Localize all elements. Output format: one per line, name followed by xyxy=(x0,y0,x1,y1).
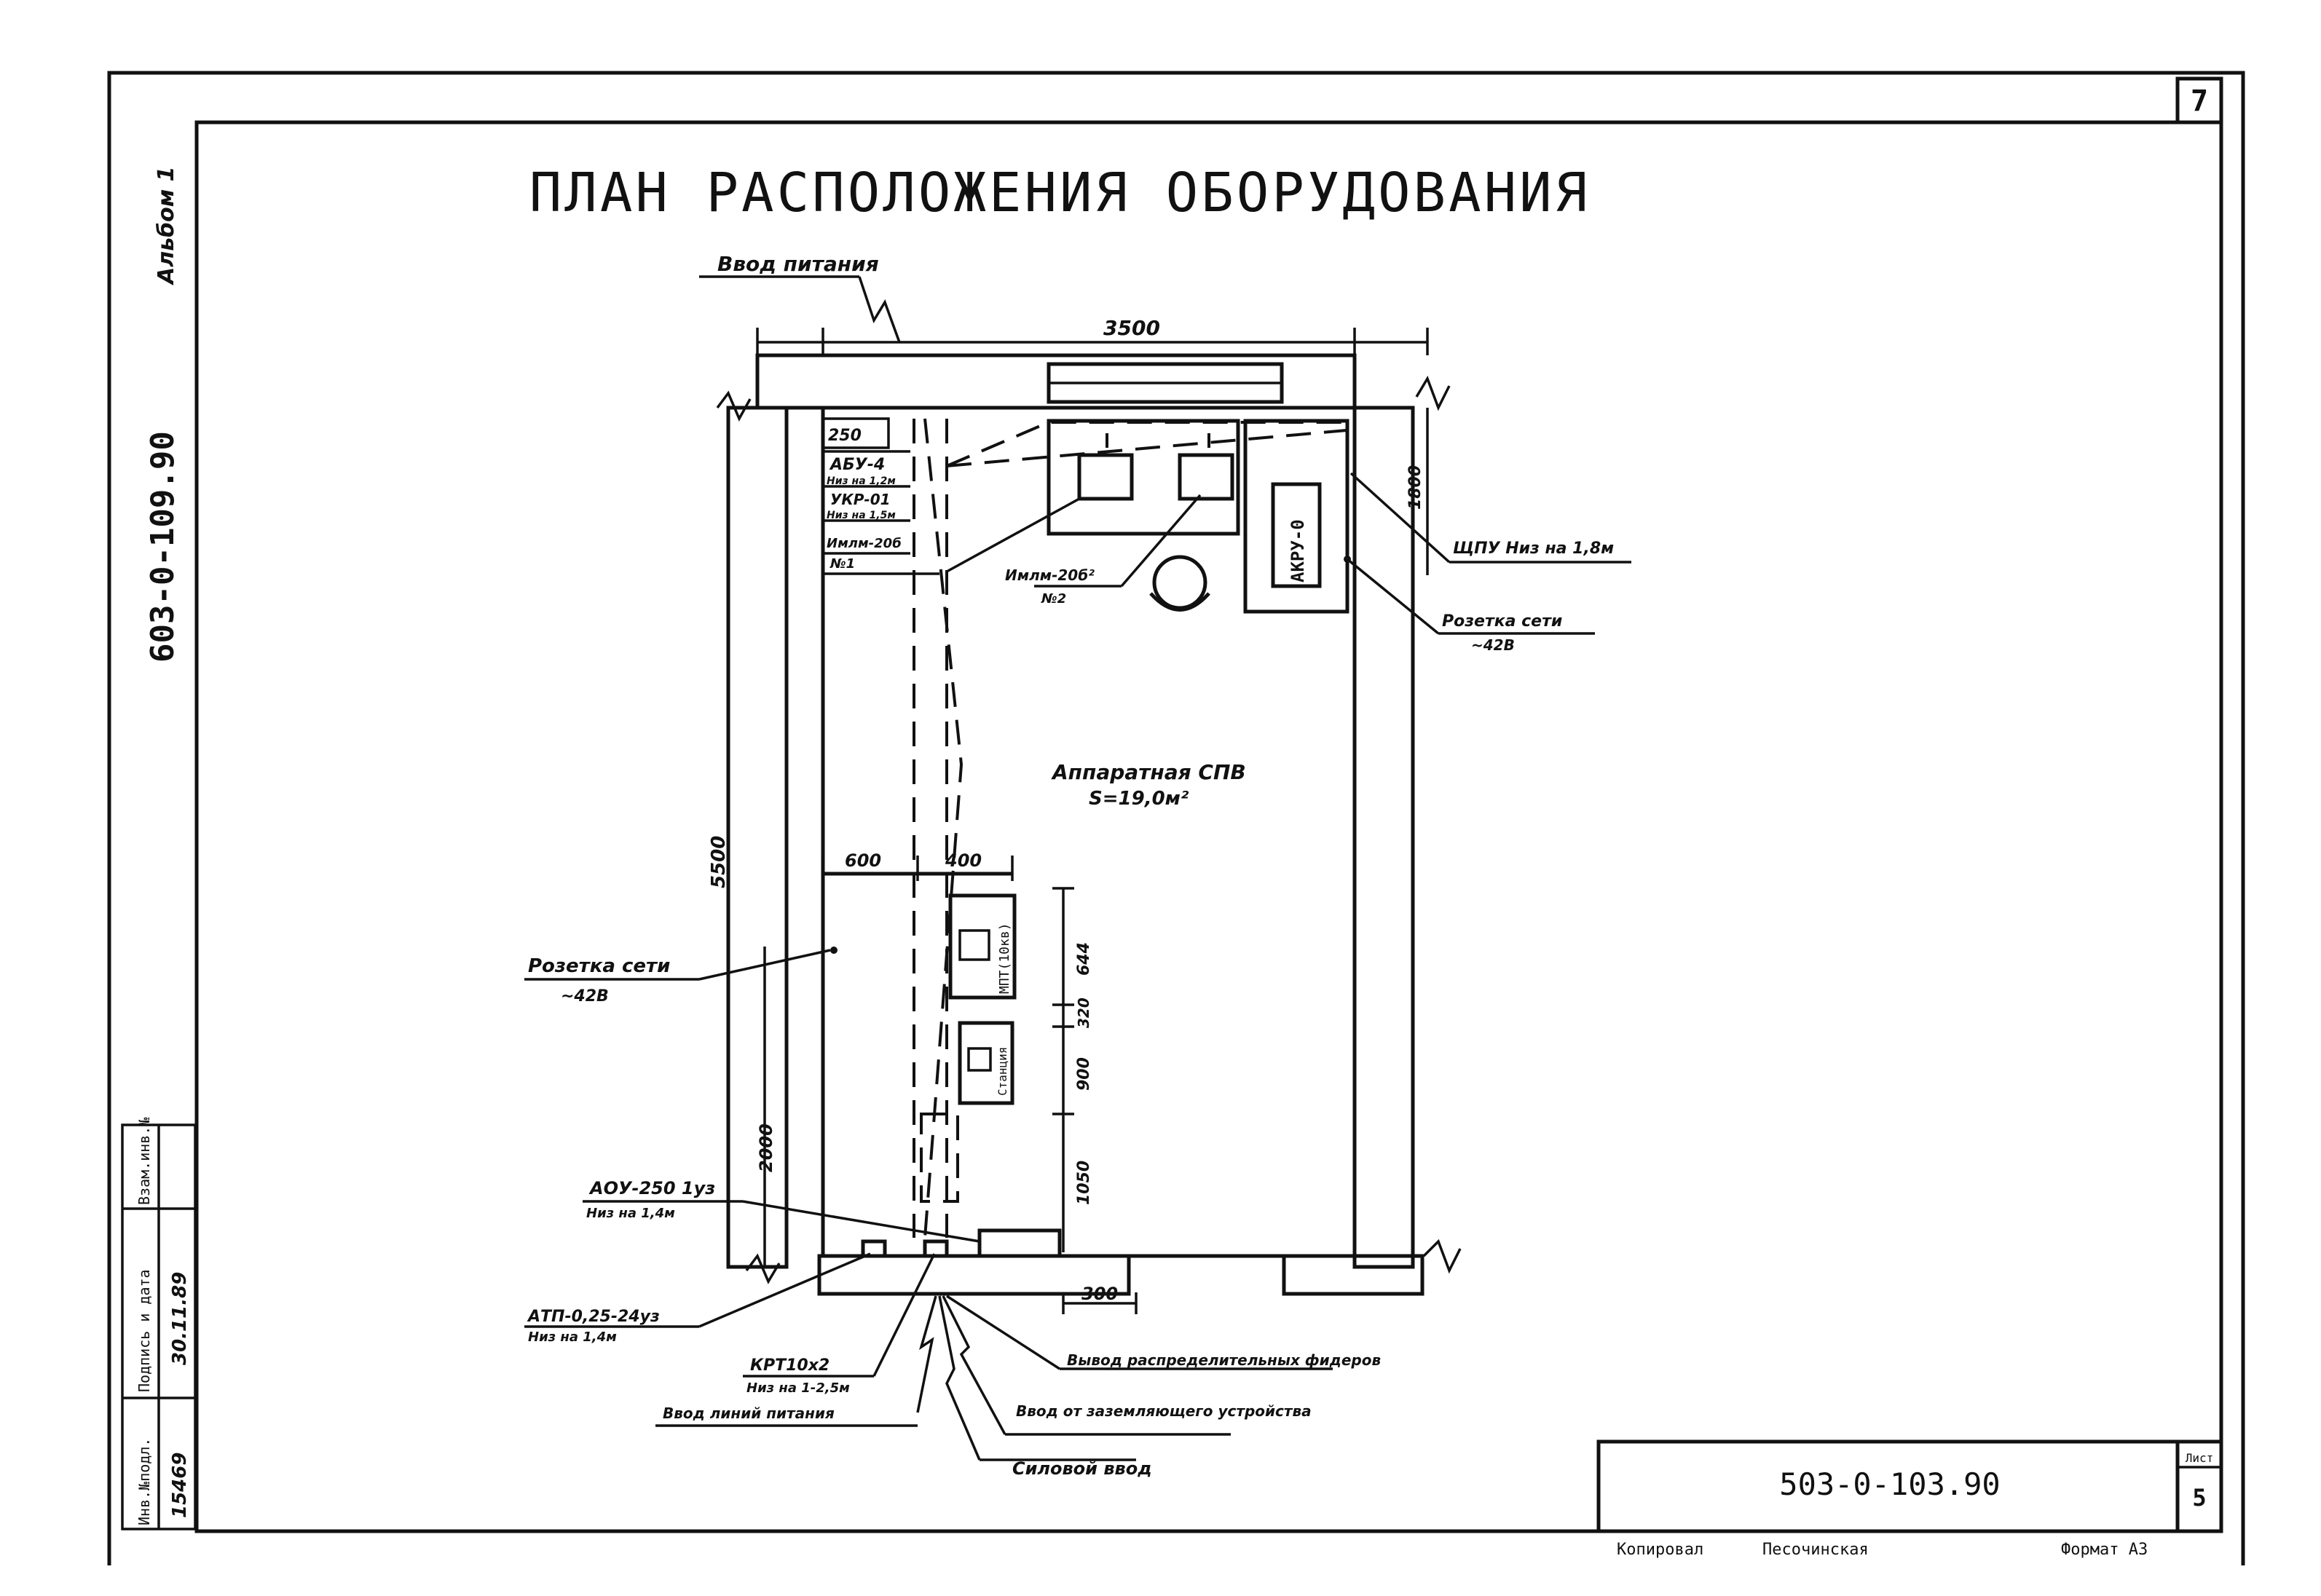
chair-back xyxy=(1149,592,1210,612)
break-line-1 xyxy=(716,390,752,422)
asu-label: АБУ-4 xyxy=(829,456,885,474)
room-area: S=19,0м² xyxy=(1089,788,1189,810)
page-title: ПЛАН РАСПОЛОЖЕНИЯ ОБОРУДОВАНИЯ xyxy=(529,162,1591,224)
shchpu-label: ЩПУ Низ на 1,8м xyxy=(1453,540,1614,558)
side-code: 603-0-109.90 xyxy=(144,431,181,663)
aou-label: АОУ-250 1уз xyxy=(588,1178,715,1198)
side-album: Альбом 1 xyxy=(154,166,179,285)
device-2 xyxy=(958,1021,1014,1105)
sign-label: Подпись и дата xyxy=(135,1269,153,1392)
inner-frame xyxy=(194,120,2223,1533)
dim-600: 600 xyxy=(845,850,881,871)
stamp-author: Песочинская xyxy=(1762,1541,1869,1559)
zigzag-ground xyxy=(942,1295,1006,1435)
dim-1800: 1800 xyxy=(1406,465,1424,510)
atp-label: АТП-0,25-24уз xyxy=(527,1308,660,1326)
socket-left-voltage: ~42В xyxy=(561,987,609,1006)
socket-right-label: Розетка сети xyxy=(1442,612,1562,631)
iml-center-num: №2 xyxy=(1041,591,1066,607)
stamp-format: Формат А3 xyxy=(2061,1541,2148,1559)
akpu-panel xyxy=(1271,482,1322,588)
zigzag-lines-input xyxy=(916,1295,937,1413)
iml-left-num: №1 xyxy=(830,556,855,572)
power-input-leader xyxy=(858,276,901,343)
right-wall xyxy=(1352,406,1415,1269)
inv-value: 15469 xyxy=(169,1453,191,1518)
dim-3500: 3500 xyxy=(1103,316,1160,340)
lines-input-label: Ввод линий питания xyxy=(663,1405,835,1422)
cable-input-label: Силовой ввод xyxy=(1012,1458,1152,1479)
iml-center-device xyxy=(1178,453,1234,501)
stamp-code: 503-0-103.90 xyxy=(1779,1466,2000,1502)
dim-250: 250 xyxy=(828,427,862,445)
power-input-label: Ввод питания xyxy=(717,252,879,276)
cable-route-diag xyxy=(946,428,1355,467)
operator-chair xyxy=(1152,555,1207,610)
ground-label: Ввод от заземляющего устройства xyxy=(1016,1402,1312,1420)
feeders-leader xyxy=(946,1295,1060,1370)
room-name: Аппаратная СПВ xyxy=(1051,760,1246,784)
iml-center-label: Имлм-20б² xyxy=(1005,566,1095,584)
dim-900: 900 xyxy=(1075,1057,1093,1091)
stamp-sheet: 5 xyxy=(2192,1484,2206,1512)
atp-note: Низ на 1,4м xyxy=(528,1330,617,1345)
akpu-label: АКРУ-0 xyxy=(1288,519,1308,582)
iml-left-device xyxy=(1077,453,1134,501)
aou-device xyxy=(977,1228,1062,1258)
asu-note: Низ на 1,2м xyxy=(827,475,896,487)
break-line-2 xyxy=(1415,375,1451,411)
sign-value: 30.11.89 xyxy=(169,1272,191,1365)
socket-right-voltage: ~42В xyxy=(1471,636,1515,654)
krt-note: Низ на 1-2,5м xyxy=(746,1380,850,1396)
stamp-sheet-label: Лист xyxy=(2186,1451,2214,1465)
cable-route-top xyxy=(946,421,1347,467)
dim-2000: 2000 xyxy=(756,1123,776,1172)
dim-5500: 5500 xyxy=(708,836,730,888)
dim-1050: 1050 xyxy=(1075,1161,1093,1205)
feeders-label: Вывод распределительных фидеров xyxy=(1067,1351,1381,1369)
dim-644: 644 xyxy=(1075,942,1093,976)
sheet-number-box xyxy=(2175,76,2223,125)
ukr-label: УКР-01 xyxy=(830,491,891,508)
stamp-copied: Копировал xyxy=(1617,1541,1703,1559)
outer-frame-line xyxy=(107,71,2245,1565)
sheet-number: 7 xyxy=(2191,84,2208,118)
cable-route-3 xyxy=(923,418,964,1239)
device-2-label: Станция xyxy=(996,1047,1009,1096)
iml-left-label: Имлм-20б xyxy=(827,536,902,551)
socket-left-label: Розетка сети xyxy=(528,955,670,977)
replace-label: Взам.инв.№ xyxy=(135,1117,153,1205)
krt-label: КРТ10х2 xyxy=(750,1356,830,1375)
break-line-4 xyxy=(745,1253,781,1284)
aou-note: Низ на 1,4м xyxy=(586,1206,675,1221)
dim-400: 400 xyxy=(945,850,982,871)
device-1-label: МПТ(10кв) xyxy=(997,923,1012,994)
iml-left-leader xyxy=(946,497,1080,573)
device-1 xyxy=(948,893,1017,1000)
ukr-note: Низ на 1,5м xyxy=(827,510,896,521)
inv-label: Инв.№подл. xyxy=(135,1438,153,1525)
break-line-3 xyxy=(1422,1239,1462,1274)
zigzag-cable xyxy=(938,1295,981,1461)
box-250 xyxy=(821,417,890,449)
dim-300: 300 xyxy=(1081,1284,1118,1304)
dim-320: 320 xyxy=(1075,998,1092,1028)
stamp-box xyxy=(1596,1439,2223,1533)
